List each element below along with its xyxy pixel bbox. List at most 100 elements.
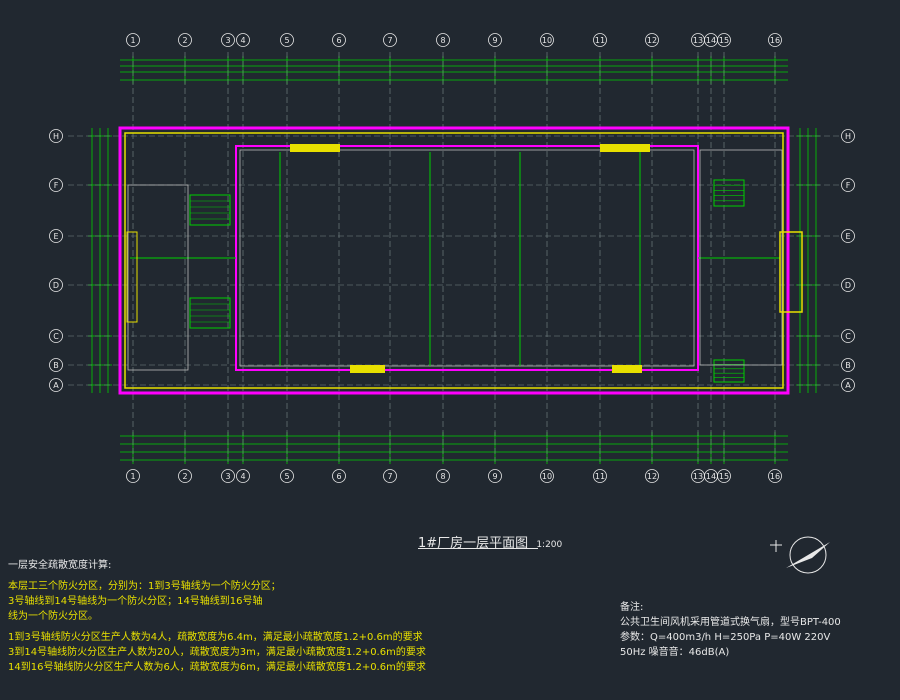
- grid-bubble: [645, 469, 659, 483]
- grid-bubble-label: B: [53, 361, 59, 370]
- grid-bubble-label: B: [845, 361, 851, 370]
- grid-bubble-label: A: [53, 381, 59, 390]
- notes-left-line: 3号轴线到14号轴线为一个防火分区；14号轴线到16号轴: [8, 596, 263, 607]
- grid-bubble: [717, 33, 731, 47]
- grid-bubble-label: E: [845, 232, 850, 241]
- grid-bubble: [593, 33, 607, 47]
- grid-bubble-label: 7: [387, 472, 392, 481]
- grid-bubble-label: 15: [719, 36, 729, 45]
- plan-title: 1#厂房一层平面图 1:200: [418, 532, 562, 551]
- grid-bubble: [221, 33, 235, 47]
- grid-bubble-label: 16: [770, 472, 780, 481]
- grid-bubble: [49, 229, 63, 243]
- grid-bubble-label: 13: [693, 472, 703, 481]
- notes-left-line: 本层工三个防火分区，分别为：1到3号轴线为一个防火分区；: [8, 581, 281, 592]
- grid-bubble-label: H: [845, 132, 851, 141]
- grid-bubble-label: F: [54, 181, 59, 190]
- building-walls: [118, 126, 790, 395]
- grid-bubble-label: H: [53, 132, 59, 141]
- grid-bubble: [841, 229, 855, 243]
- notes-left: 一层安全疏散宽度计算: 本层工三个防火分区，分别为：1到3号轴线为一个防火分区；…: [8, 558, 426, 675]
- grid-bubble: [49, 378, 63, 392]
- grid-bubble: [280, 469, 294, 483]
- grid-bubble-label: 9: [492, 472, 497, 481]
- side-room: [699, 149, 783, 366]
- grid-bubble-label: 11: [595, 36, 605, 45]
- door: [600, 144, 650, 152]
- side-room: [127, 184, 189, 371]
- grid-bubble: [236, 33, 250, 47]
- grid-bubble-label: C: [845, 332, 851, 341]
- notes-right-line: 50Hz 噪音音：46dB(A): [620, 647, 730, 658]
- grid-bubble-label: 10: [542, 472, 552, 481]
- grid-bubble: [236, 469, 250, 483]
- grid-bubble-label: 3: [225, 36, 230, 45]
- notes-left-line: 1到3号轴线防火分区生产人数为4人，疏散宽度为6.4m，满足最小疏散宽度1.2+…: [8, 632, 423, 643]
- grid-axis-lines: [68, 52, 840, 462]
- grid-bubble: [841, 378, 855, 392]
- grid-bubble: [841, 329, 855, 343]
- dimension-lines: [88, 56, 820, 464]
- grid-bubble-label: 4: [240, 36, 245, 45]
- notes-left-heading: 一层安全疏散宽度计算:: [8, 560, 112, 571]
- grid-bubble-label: 8: [440, 36, 445, 45]
- side-bay: [126, 231, 138, 323]
- grid-bubble: [436, 469, 450, 483]
- grid-bubble: [178, 33, 192, 47]
- interior-details: [126, 144, 803, 383]
- grid-bubble-label: 7: [387, 36, 392, 45]
- compass-needle: [786, 542, 830, 568]
- grid-bubble: [488, 33, 502, 47]
- grid-bubble-label: 2: [182, 36, 187, 45]
- notes-right: 备注: 公共卫生间风机采用管道式换气扇，型号BPT-400 参数：Q=400m3…: [620, 600, 841, 660]
- door: [612, 365, 642, 373]
- grid-bubble-label: 2: [182, 472, 187, 481]
- title-underline: [418, 548, 538, 549]
- grid-bubble: [841, 358, 855, 372]
- grid-bubble: [332, 33, 346, 47]
- grid-bubble-label: 5: [284, 472, 289, 481]
- plan-title-text: 1#厂房一层平面图: [418, 536, 529, 551]
- grid-bubble-label: 9: [492, 36, 497, 45]
- grid-bubble: [332, 469, 346, 483]
- grid-bubble: [717, 469, 731, 483]
- grid-bubble-label: 6: [336, 472, 341, 481]
- plan-title-scale: 1:200: [536, 540, 563, 550]
- grid-bubble-label: D: [53, 281, 59, 290]
- stair: [713, 359, 745, 383]
- grid-bubble-label: 12: [647, 36, 657, 45]
- grid-bubble-label: D: [845, 281, 851, 290]
- notes-left-line: 线为一个防火分区。: [8, 611, 98, 622]
- grid-bubble: [49, 178, 63, 192]
- grid-bubble: [49, 358, 63, 372]
- hall-wall: [235, 145, 699, 371]
- grid-bubble: [49, 278, 63, 292]
- grid-bubble-label: 13: [693, 36, 703, 45]
- notes-right-line: 公共卫生间风机采用管道式换气扇，型号BPT-400: [620, 617, 841, 628]
- inner-wall: [124, 132, 784, 389]
- grid-bubble: [126, 33, 140, 47]
- grid-bubble: [593, 469, 607, 483]
- grid-bubble: [49, 329, 63, 343]
- door: [350, 365, 385, 373]
- hall-wall-inner: [239, 149, 695, 367]
- grid-bubbles: 1122334455667788991010111112121313141415…: [49, 33, 855, 483]
- grid-bubble: [221, 469, 235, 483]
- side-bay: [779, 231, 803, 313]
- grid-bubble: [841, 278, 855, 292]
- grid-bubble: [841, 129, 855, 143]
- grid-bubble: [126, 469, 140, 483]
- grid-bubble: [645, 33, 659, 47]
- grid-bubble: [540, 33, 554, 47]
- compass-ring: [789, 536, 827, 574]
- grid-bubble-label: 12: [647, 472, 657, 481]
- grid-bubble: [841, 178, 855, 192]
- grid-bubble-label: 16: [770, 36, 780, 45]
- grid-bubble-label: C: [53, 332, 59, 341]
- grid-bubble-label: 10: [542, 36, 552, 45]
- stair: [713, 179, 745, 207]
- grid-bubble: [383, 33, 397, 47]
- notes-left-line: 3到14号轴线防火分区生产人数为20人，疏散宽度为3m，满足最小疏散宽度1.2+…: [8, 647, 426, 658]
- grid-bubble-label: 15: [719, 472, 729, 481]
